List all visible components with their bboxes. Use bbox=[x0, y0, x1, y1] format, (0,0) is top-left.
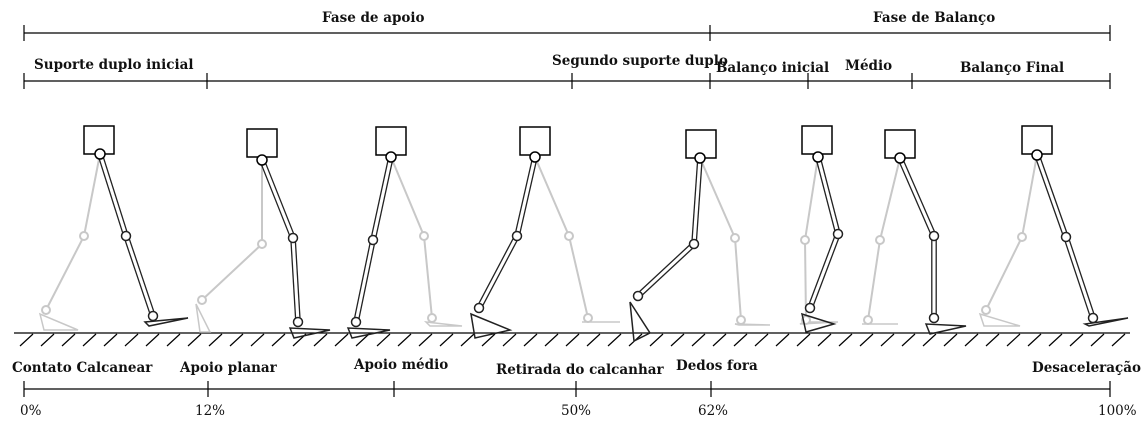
back-leg bbox=[978, 154, 1038, 327]
phase-axis bbox=[23, 25, 1111, 41]
front-leg bbox=[1034, 154, 1129, 327]
front-leg bbox=[97, 153, 189, 327]
event-label-heel-contact: Contato Calcanear bbox=[12, 360, 153, 376]
hip-joint bbox=[812, 151, 824, 163]
front-leg bbox=[629, 157, 703, 343]
walker-figure-6 bbox=[799, 125, 844, 333]
trunk-box bbox=[801, 125, 833, 155]
walker-figure-4 bbox=[470, 126, 620, 339]
front-leg bbox=[259, 158, 331, 339]
event-label-midstance: Apoio médio bbox=[354, 357, 449, 373]
hip-joint bbox=[256, 154, 268, 166]
stance-phase-label: Fase de apoio bbox=[322, 10, 425, 26]
walker-figure-7 bbox=[862, 129, 967, 335]
percent-tick-0: 0% bbox=[20, 403, 42, 419]
front-leg bbox=[470, 156, 538, 339]
walker-figure-5 bbox=[629, 129, 771, 343]
front-leg bbox=[800, 156, 844, 333]
hip-joint bbox=[694, 152, 706, 164]
walker-figure-3 bbox=[346, 126, 463, 339]
percent-tick-100: 100% bbox=[1098, 403, 1137, 419]
hip-joint bbox=[385, 151, 397, 163]
second-double-support-label: Segundo suporte duplo bbox=[552, 53, 728, 69]
percent-tick-62: 62% bbox=[698, 403, 729, 419]
mid-swing-label: Médio bbox=[845, 58, 893, 74]
initial-swing-label: Balanço inicial bbox=[716, 60, 830, 76]
back-leg bbox=[38, 153, 101, 331]
swing-phase-label: Fase de Balanço bbox=[873, 10, 996, 26]
ground-line bbox=[14, 332, 1130, 347]
event-label-foot-flat: Apoio planar bbox=[180, 360, 277, 376]
back-leg bbox=[195, 160, 267, 333]
back-leg bbox=[390, 156, 463, 327]
event-label-heel-off: Retirada do calcanhar bbox=[496, 362, 664, 378]
trunk-box bbox=[246, 128, 278, 158]
back-leg bbox=[799, 156, 839, 325]
percent-axis bbox=[23, 381, 1111, 397]
walker-figure-8 bbox=[978, 125, 1129, 327]
front-leg bbox=[897, 156, 967, 335]
back-leg bbox=[862, 157, 901, 325]
walking-figures bbox=[38, 125, 1129, 343]
terminal-swing-label: Balanço Final bbox=[960, 60, 1065, 76]
event-label-deceleration: Desaceleração bbox=[1032, 360, 1141, 376]
back-leg bbox=[534, 156, 620, 323]
back-leg bbox=[699, 157, 771, 326]
trunk-box bbox=[83, 125, 115, 155]
trunk-box bbox=[519, 126, 551, 156]
hip-joint bbox=[1031, 149, 1043, 161]
hip-joint bbox=[894, 152, 906, 164]
walker-figure-2 bbox=[195, 128, 331, 339]
walker-figure-1 bbox=[38, 125, 189, 331]
trunk-box bbox=[884, 129, 916, 159]
event-label-toe-off: Dedos fora bbox=[676, 358, 758, 374]
front-leg bbox=[346, 156, 394, 339]
percent-tick-12: 12% bbox=[195, 403, 226, 419]
hip-joint bbox=[94, 148, 106, 160]
subphase-axis bbox=[23, 73, 1111, 89]
initial-double-support-label: Suporte duplo inicial bbox=[34, 57, 194, 73]
percent-tick-50: 50% bbox=[561, 403, 592, 419]
hip-joint bbox=[529, 151, 541, 163]
trunk-box bbox=[375, 126, 407, 156]
